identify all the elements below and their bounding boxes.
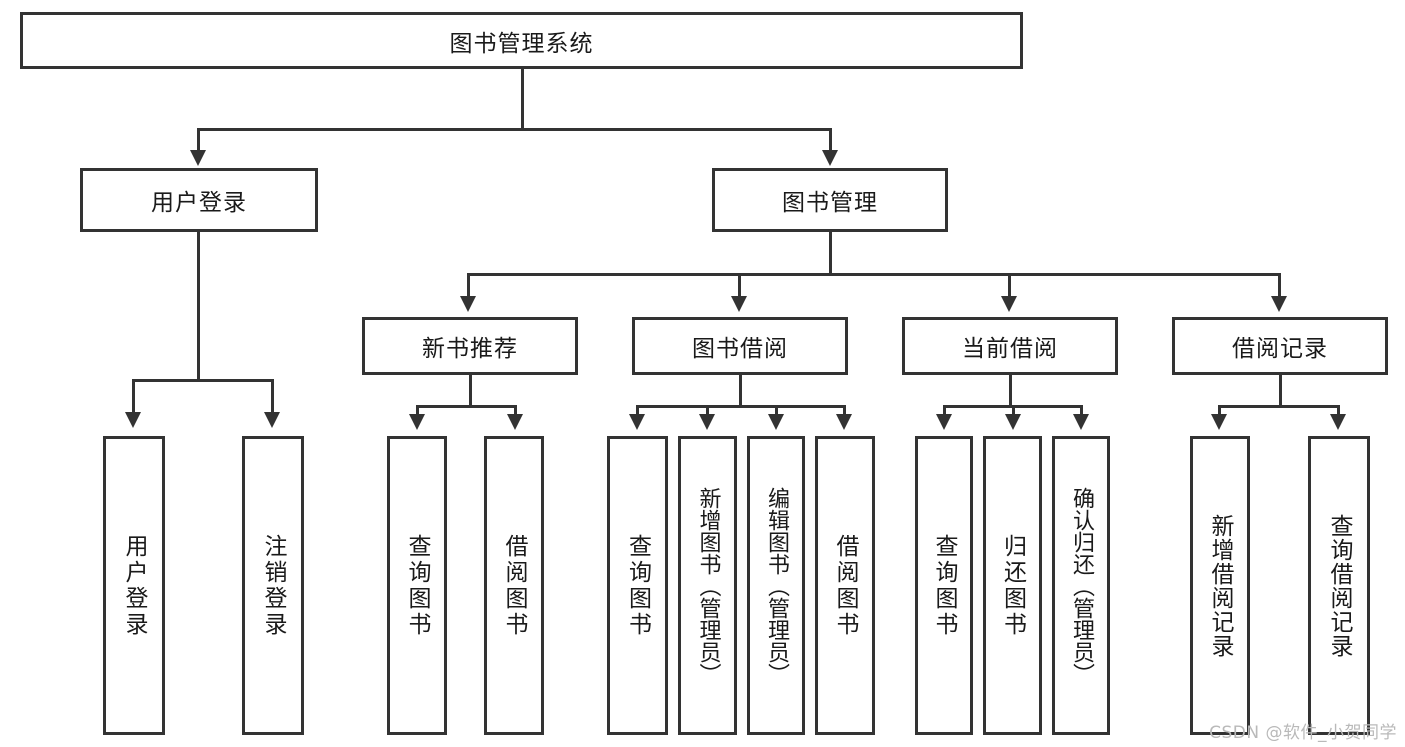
node-new-book-recommend-label: 新书推荐 — [422, 336, 518, 362]
leaf-borrow-query[interactable]: 查询图书 — [607, 436, 668, 735]
connector-root-to-user-login — [197, 128, 200, 152]
leaf-current-confirm-return-label: 确认归还（管理员） — [1069, 486, 1094, 685]
node-current-borrow-label: 当前借阅 — [962, 336, 1058, 362]
leaf-current-confirm-return[interactable]: 确认归还（管理员） — [1052, 436, 1110, 735]
leaf-record-query[interactable]: 查询借阅记录 — [1308, 436, 1370, 735]
arrow-current-leaf-1 — [936, 414, 952, 430]
connector-borrow-bus — [636, 405, 846, 408]
connector-root-stem — [521, 69, 524, 129]
leaf-new-book-query-label: 查询图书 — [404, 533, 430, 638]
connector-book-manage-branch-1 — [467, 273, 470, 299]
arrow-new-book-leaf-1 — [409, 414, 425, 430]
connector-user-login-stem — [197, 232, 200, 380]
arrow-current-leaf-3 — [1073, 414, 1089, 430]
node-book-management-label: 图书管理 — [782, 190, 878, 216]
connector-book-manage-bus — [467, 273, 1279, 276]
connector-book-manage-branch-2 — [738, 273, 741, 299]
arrow-record-leaf-1 — [1211, 414, 1227, 430]
arrow-current-leaf-2 — [1005, 414, 1021, 430]
leaf-borrow-query-label: 查询图书 — [624, 533, 651, 638]
connector-new-book-bus — [416, 405, 517, 408]
leaf-record-add[interactable]: 新增借阅记录 — [1190, 436, 1250, 735]
leaf-record-query-label: 查询借阅记录 — [1326, 513, 1352, 658]
connector-borrow-branch-2 — [706, 405, 709, 417]
leaf-logout[interactable]: 注销登录 — [242, 436, 304, 735]
connector-root-to-book-manage — [829, 128, 832, 152]
connector-current-stem — [1009, 375, 1012, 406]
arrow-user-login-leaf-1 — [125, 412, 141, 428]
leaf-borrow-edit-book[interactable]: 编辑图书（管理员） — [747, 436, 805, 735]
node-current-borrow[interactable]: 当前借阅 — [902, 317, 1118, 375]
node-borrow-record[interactable]: 借阅记录 — [1172, 317, 1388, 375]
connector-new-book-branch-1 — [416, 405, 419, 417]
leaf-current-return[interactable]: 归还图书 — [983, 436, 1042, 735]
connector-user-login-branch-1 — [132, 379, 135, 415]
leaf-borrow-add-book-label: 新增图书（管理员） — [695, 486, 721, 685]
leaf-borrow-edit-book-label: 编辑图书（管理员） — [764, 486, 789, 685]
leaf-user-login-label: 用户登录 — [121, 533, 147, 638]
arrow-record-leaf-2 — [1330, 414, 1346, 430]
leaf-current-query-label: 查询图书 — [931, 533, 957, 638]
connector-record-branch-1 — [1218, 405, 1221, 417]
arrow-book-manage-to-new-book — [460, 296, 476, 312]
node-book-management[interactable]: 图书管理 — [712, 168, 948, 232]
node-book-borrow-label: 图书借阅 — [692, 336, 788, 362]
connector-root-bus — [197, 128, 832, 131]
arrow-user-login-leaf-2 — [264, 412, 280, 428]
node-user-login[interactable]: 用户登录 — [80, 168, 318, 232]
node-borrow-record-label: 借阅记录 — [1232, 336, 1328, 362]
connector-user-login-branch-2 — [271, 379, 274, 415]
arrow-new-book-leaf-2 — [507, 414, 523, 430]
node-new-book-recommend[interactable]: 新书推荐 — [362, 317, 578, 375]
leaf-user-login[interactable]: 用户登录 — [103, 436, 165, 735]
connector-book-manage-branch-4 — [1278, 273, 1281, 299]
connector-new-book-stem — [469, 375, 472, 406]
leaf-logout-label: 注销登录 — [260, 533, 286, 638]
leaf-current-query[interactable]: 查询图书 — [915, 436, 973, 735]
leaf-borrow-add-book[interactable]: 新增图书（管理员） — [678, 436, 737, 735]
leaf-new-book-query[interactable]: 查询图书 — [387, 436, 447, 735]
node-root-system[interactable]: 图书管理系统 — [20, 12, 1023, 69]
leaf-current-return-label: 归还图书 — [999, 533, 1026, 638]
connector-borrow-branch-1 — [636, 405, 639, 417]
arrow-borrow-leaf-4 — [836, 414, 852, 430]
node-user-login-label: 用户登录 — [151, 190, 247, 216]
connector-current-branch-3 — [1080, 405, 1083, 417]
connector-book-manage-stem — [829, 232, 832, 274]
connector-new-book-branch-2 — [514, 405, 517, 417]
connector-borrow-stem — [739, 375, 742, 406]
arrow-borrow-leaf-1 — [629, 414, 645, 430]
connector-book-manage-branch-3 — [1008, 273, 1011, 299]
node-root-system-label: 图书管理系统 — [449, 30, 594, 57]
connector-user-login-bus — [132, 379, 274, 382]
leaf-new-book-borrow-label: 借阅图书 — [501, 533, 527, 638]
arrow-borrow-leaf-2 — [699, 414, 715, 430]
leaf-borrow-borrow-book-label: 借阅图书 — [832, 533, 858, 638]
arrow-borrow-leaf-3 — [768, 414, 784, 430]
connector-current-branch-1 — [943, 405, 946, 417]
leaf-new-book-borrow[interactable]: 借阅图书 — [484, 436, 544, 735]
node-book-borrow[interactable]: 图书借阅 — [632, 317, 848, 375]
leaf-record-add-label: 新增借阅记录 — [1207, 513, 1233, 658]
connector-record-branch-2 — [1337, 405, 1340, 417]
arrow-book-manage-to-record — [1271, 296, 1287, 312]
leaf-borrow-borrow-book[interactable]: 借阅图书 — [815, 436, 875, 735]
arrow-root-to-user-login — [190, 150, 206, 166]
connector-record-bus — [1218, 405, 1340, 408]
connector-record-stem — [1279, 375, 1282, 406]
arrow-root-to-book-manage — [822, 150, 838, 166]
connector-current-branch-2 — [1012, 405, 1015, 417]
connector-borrow-branch-3 — [775, 405, 778, 417]
connector-borrow-branch-4 — [843, 405, 846, 417]
arrow-book-manage-to-borrow — [731, 296, 747, 312]
arrow-book-manage-to-current — [1001, 296, 1017, 312]
